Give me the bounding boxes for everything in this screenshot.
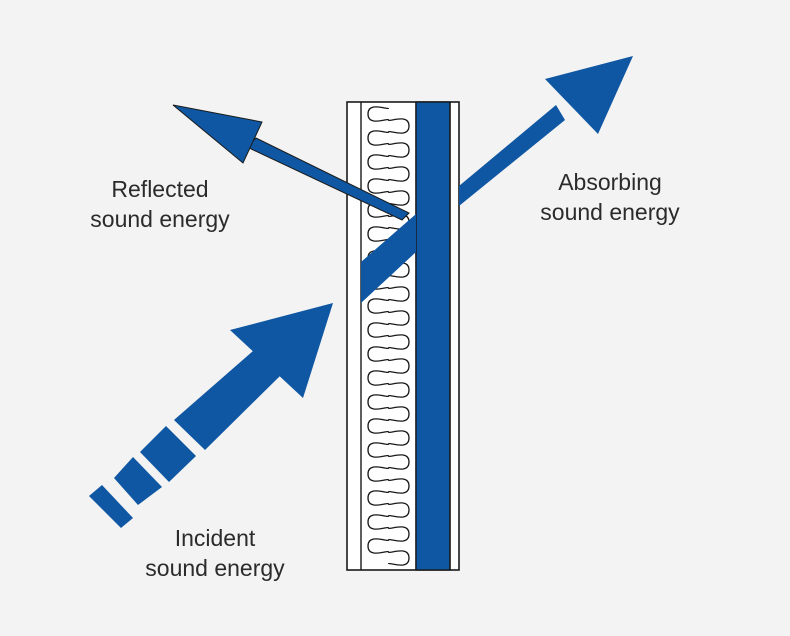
incident-label-line2: sound energy <box>145 555 285 581</box>
absorbing-sound-energy-label: Absorbing sound energy <box>520 167 700 227</box>
incident-beam-through-panel <box>361 214 416 303</box>
incident-arrow-shaft <box>174 351 280 450</box>
incident-label-line1: Incident <box>174 525 256 551</box>
absorbing-arrow-shaft <box>459 105 565 206</box>
insulation-squiggle <box>367 106 410 566</box>
incident-dash-1 <box>140 426 196 482</box>
solid-wall-layer <box>415 101 451 571</box>
reflected-label-line1: Reflected <box>111 176 209 202</box>
reflected-label-line2: sound energy <box>90 206 230 232</box>
incident-dash-3 <box>89 485 133 528</box>
incident-arrow-head <box>230 303 333 398</box>
incident-sound-energy-label: Incident sound energy <box>120 523 310 583</box>
reflected-arrow-head <box>172 104 263 164</box>
absorbing-arrow-head <box>545 56 633 134</box>
absorbing-label-line1: Absorbing <box>558 169 662 195</box>
incident-dash-2 <box>114 457 162 505</box>
reflected-sound-energy-label: Reflected sound energy <box>70 174 250 234</box>
absorbing-label-line2: sound energy <box>540 199 680 225</box>
